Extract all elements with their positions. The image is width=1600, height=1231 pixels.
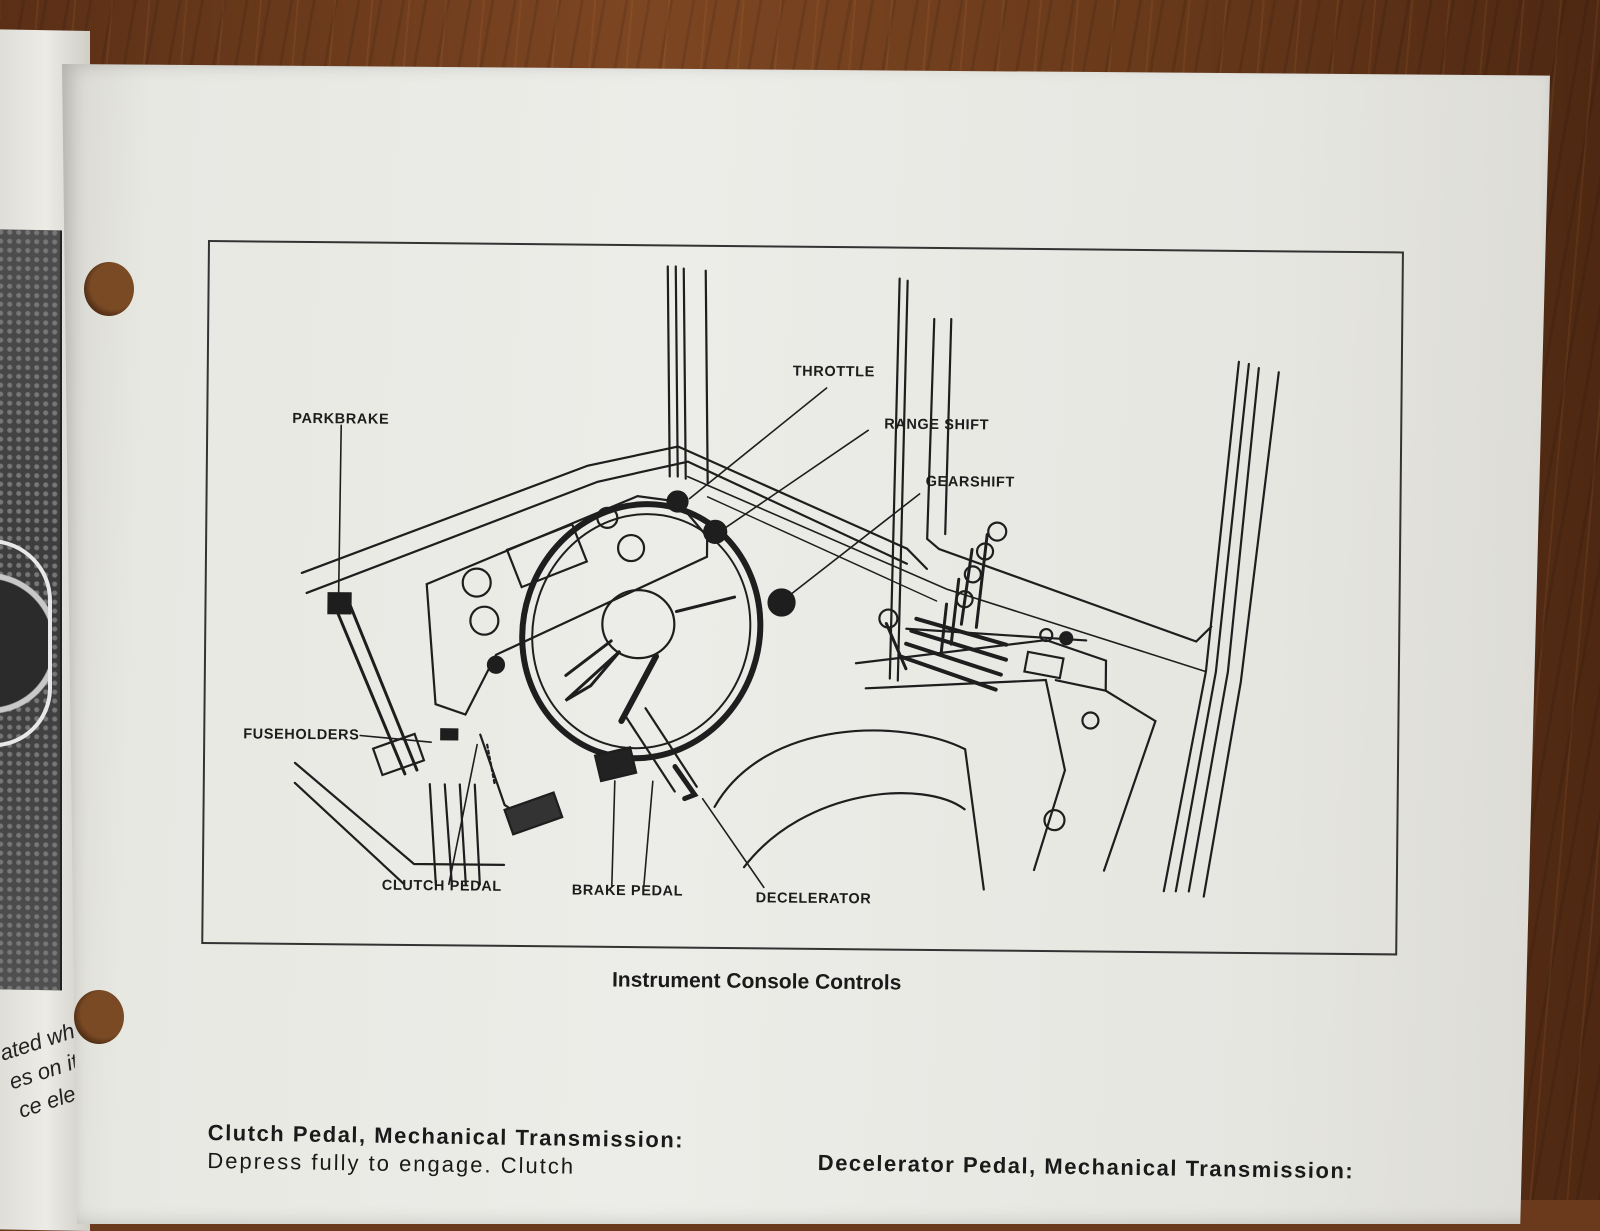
gauge-photo-fragment [0,539,52,749]
callout-gearshift: GEARSHIFT [925,473,1015,491]
manual-page [62,64,1550,1224]
callout-fuseholders: FUSEHOLDERS [243,726,360,744]
figure-frame: PARKBRAKE THROTTLE RANGE SHIFT GEARSHIFT… [201,240,1404,956]
callout-decelerator: DECELERATOR [755,890,872,908]
section-clutch-pedal: Clutch Pedal, Mechanical Transmission: D… [207,1120,684,1181]
callout-parkbrake: PARKBRAKE [292,410,390,428]
callout-brake-pedal: BRAKE PEDAL [571,882,684,900]
cab-interior-illustration [293,265,1280,898]
callout-clutch-pedal: CLUTCH PEDAL [381,877,502,895]
left-page-photo [0,229,62,991]
figure-caption: Instrument Console Controls [611,968,902,995]
callout-throttle: THROTTLE [792,363,875,381]
callout-range-shift: RANGE SHIFT [884,416,990,434]
binder-hole-bottom [74,990,124,1044]
binder-hole-top [84,262,134,316]
